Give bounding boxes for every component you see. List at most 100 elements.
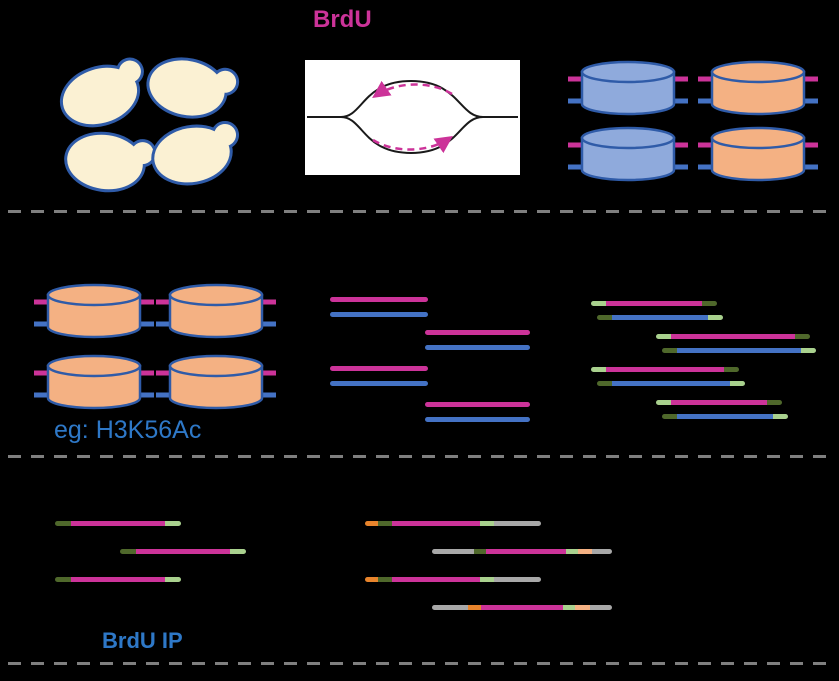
dna-segment [480, 577, 494, 582]
brdu-label: BrdU [313, 6, 372, 33]
dna-segment [677, 414, 773, 419]
histone-modification-label: eg: H3K56Ac [54, 416, 202, 444]
dna-segment [612, 381, 730, 386]
nucleosome-orange [698, 126, 818, 184]
dna-segment [662, 414, 677, 419]
dna-fragment [597, 381, 745, 386]
nucleosome-orange [34, 354, 154, 412]
dna-fragment [432, 605, 612, 610]
dna-fragment [662, 348, 816, 353]
yeast-cell [59, 57, 144, 128]
dna-segment [702, 301, 717, 306]
dna-fragment [662, 414, 788, 419]
nascent-strand-arrow-right [372, 136, 453, 154]
dna-fragment [591, 367, 739, 372]
dna-segment [591, 367, 606, 372]
dna-segment [592, 549, 612, 554]
dna-segment [330, 366, 428, 371]
yeast-cells-illustration [59, 57, 240, 193]
replication-bubble-diagram [307, 79, 518, 155]
dna-segment [671, 400, 767, 405]
nucleosome-orange [698, 60, 818, 118]
dna-segment [330, 381, 428, 386]
dna-segment [566, 549, 578, 554]
section-divider-2 [8, 455, 831, 458]
dna-segment [606, 367, 724, 372]
dna-segment [330, 297, 428, 302]
nucleosome-orange [156, 283, 276, 341]
dna-fragment [365, 521, 541, 526]
dna-segment [597, 381, 612, 386]
dna-segment [468, 605, 481, 610]
dna-segment [165, 577, 181, 582]
dna-segment [656, 400, 671, 405]
dna-fragment [330, 297, 428, 302]
dna-segment [392, 521, 480, 526]
nucleosome-orange [34, 283, 154, 341]
dna-segment [365, 577, 378, 582]
dna-segment [575, 605, 590, 610]
dna-segment [55, 521, 71, 526]
dna-segment [671, 334, 795, 339]
dna-fragment [365, 577, 541, 582]
dna-fragment [120, 549, 246, 554]
dna-segment [71, 577, 165, 582]
dna-fragment [656, 400, 782, 405]
nucleosome-orange [156, 354, 276, 412]
replication-bubble-panel [305, 60, 520, 175]
dna-segment [773, 414, 788, 419]
dna-segment [677, 348, 801, 353]
dna-segment [606, 301, 702, 306]
dna-segment [432, 549, 474, 554]
dna-fragment [330, 381, 428, 386]
dna-segment [590, 605, 612, 610]
dna-fragment [656, 334, 810, 339]
dna-segment [378, 521, 392, 526]
dna-fragment [425, 345, 530, 350]
section-divider-3 [8, 662, 831, 665]
dna-fragment [330, 312, 428, 317]
dna-segment [230, 549, 246, 554]
dna-segment [55, 577, 71, 582]
dna-segment [425, 417, 530, 422]
dna-segment [480, 521, 494, 526]
dna-segment [136, 549, 230, 554]
dna-segment [165, 521, 181, 526]
yeast-cell [151, 120, 240, 186]
dna-segment [120, 549, 136, 554]
dna-segment [425, 402, 530, 407]
parental-strand-upper [307, 79, 518, 118]
dna-segment [425, 330, 530, 335]
dna-segment [330, 312, 428, 317]
dna-segment [432, 605, 468, 610]
dna-segment [767, 400, 782, 405]
dna-segment [591, 301, 606, 306]
dna-fragment [432, 549, 612, 554]
dna-segment [612, 315, 708, 320]
dna-segment [474, 549, 486, 554]
dna-segment [795, 334, 810, 339]
dna-fragment [55, 577, 181, 582]
dna-segment [708, 315, 723, 320]
dna-fragment [330, 366, 428, 371]
nucleosome-blue [568, 60, 688, 118]
dna-fragment [425, 417, 530, 422]
dna-fragment [425, 402, 530, 407]
dna-segment [563, 605, 575, 610]
dna-segment [425, 345, 530, 350]
dna-segment [730, 381, 745, 386]
dna-segment [662, 348, 677, 353]
yeast-cell [64, 131, 157, 193]
dna-fragment [425, 330, 530, 335]
dna-segment [724, 367, 739, 372]
dna-segment [597, 315, 612, 320]
dna-segment [365, 521, 378, 526]
yeast-cell [146, 57, 240, 119]
parental-strand-lower [307, 116, 518, 155]
dna-segment [494, 521, 541, 526]
dna-segment [378, 577, 392, 582]
section-divider-1 [8, 210, 831, 213]
dna-segment [486, 549, 566, 554]
dna-fragment [55, 521, 181, 526]
